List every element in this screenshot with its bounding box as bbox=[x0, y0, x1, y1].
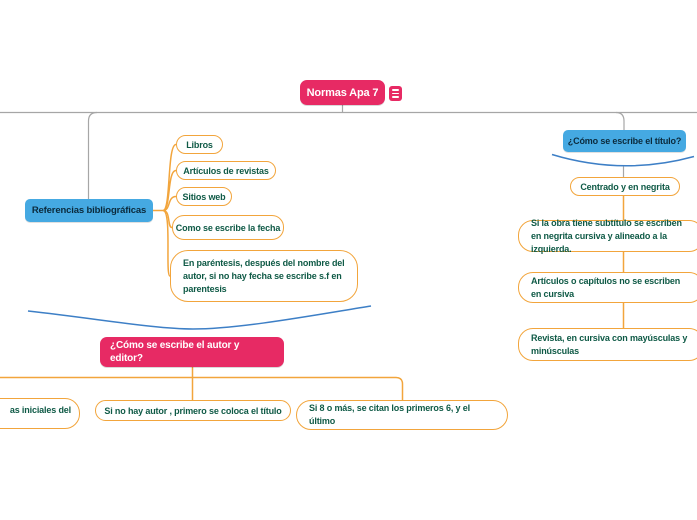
node-si-no-hay-autor[interactable]: Si no hay autor , primero se coloca el t… bbox=[95, 400, 291, 421]
node-articulos-o-capitulos[interactable]: Artículos o capítulos no se escriben en … bbox=[518, 272, 697, 303]
node-label: Artículos de revistas bbox=[183, 165, 269, 176]
node-label: Centrado y en negrita bbox=[580, 181, 670, 192]
node-iniciales-del[interactable]: as iniciales del bbox=[0, 398, 80, 429]
node-articulos-de-revistas[interactable]: Artículos de revistas bbox=[176, 161, 276, 180]
menu-bar bbox=[392, 92, 399, 95]
gray-connectors bbox=[0, 104, 697, 199]
node-revista-en-cursiva[interactable]: Revista, en cursiva con mayúsculas y min… bbox=[518, 328, 697, 361]
node-referencias-bibliograficas[interactable]: Referencias bibliográficas bbox=[25, 199, 153, 222]
node-libros[interactable]: Libros bbox=[176, 135, 223, 154]
node-label: En paréntesis, después del nombre del au… bbox=[183, 257, 345, 294]
menu-bar bbox=[392, 96, 399, 98]
node-label: as iniciales del bbox=[9, 405, 71, 415]
node-label: Libros bbox=[186, 139, 213, 150]
node-label: ¿Cómo se escribe el título? bbox=[567, 136, 682, 146]
node-como-se-escribe-la-fecha[interactable]: Como se escribe la fecha bbox=[172, 215, 284, 240]
node-label: Si la obra tiene subtítulo se escriben e… bbox=[531, 217, 682, 254]
menu-icon[interactable] bbox=[389, 86, 402, 101]
node-como-se-escribe-el-autor-y-editor[interactable]: ¿Cómo se escribe el autor y editor? bbox=[100, 337, 284, 367]
blue-curves bbox=[27, 153, 695, 330]
node-sitios-web[interactable]: Sitios web bbox=[176, 187, 232, 206]
node-si-8-o-mas[interactable]: Si 8 o más, se citan los primeros 6, y e… bbox=[296, 400, 508, 430]
node-centrado-y-en-negrita[interactable]: Centrado y en negrita bbox=[570, 177, 680, 196]
node-label: Como se escribe la fecha bbox=[175, 222, 281, 233]
node-label: Referencias bibliográficas bbox=[31, 205, 147, 216]
node-label: Revista, en cursiva con mayúsculas y min… bbox=[531, 332, 688, 356]
node-label: Si 8 o más, se citan los primeros 6, y e… bbox=[309, 403, 470, 426]
orange-connectors bbox=[0, 143, 625, 400]
node-en-parentesis[interactable]: En paréntesis, después del nombre del au… bbox=[170, 250, 358, 302]
node-label: Artículos o capítulos no se escriben en … bbox=[531, 275, 681, 299]
node-label: Si no hay autor , primero se coloca el t… bbox=[104, 405, 282, 416]
node-label: Sitios web bbox=[182, 191, 226, 202]
node-label: ¿Cómo se escribe el autor y editor? bbox=[110, 340, 240, 364]
node-label: Normas Apa 7 bbox=[306, 86, 379, 99]
node-como-se-escribe-el-titulo[interactable]: ¿Cómo se escribe el título? bbox=[563, 130, 686, 152]
node-si-la-obra-tiene-subtitulo[interactable]: Si la obra tiene subtítulo se escriben e… bbox=[518, 218, 697, 254]
menu-bar bbox=[392, 89, 399, 91]
node-root[interactable]: Normas Apa 7 bbox=[300, 80, 385, 105]
